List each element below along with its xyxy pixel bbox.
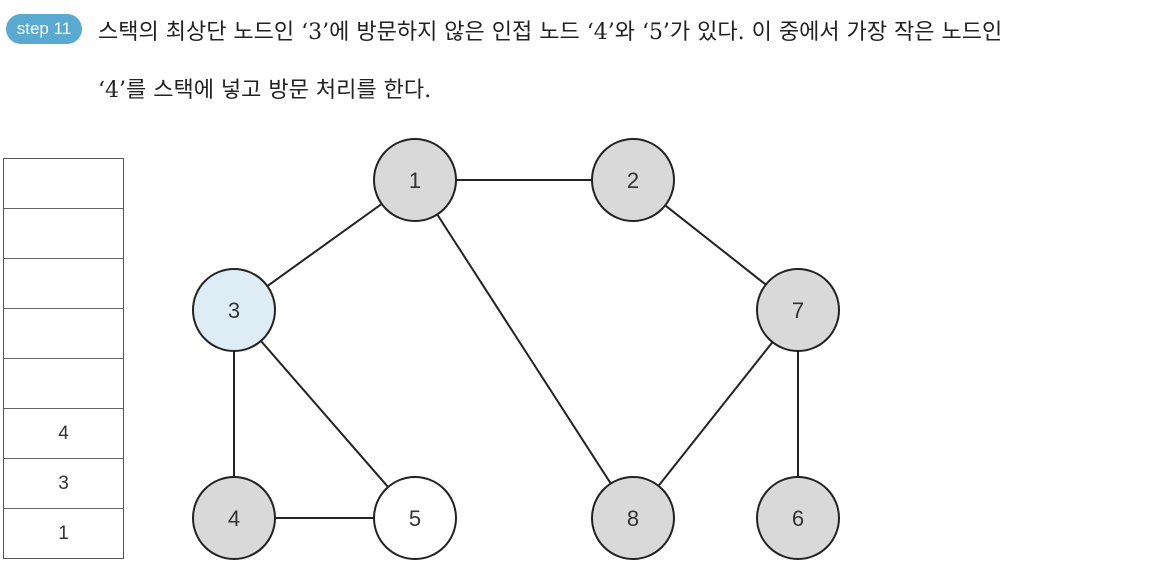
- edge-3-5: [233, 309, 416, 519]
- edge-1-8: [414, 179, 634, 519]
- edge-7-8: [632, 309, 799, 519]
- node-label-2: 2: [627, 168, 639, 193]
- node-label-5: 5: [409, 506, 421, 531]
- stack-cell: [4, 309, 123, 359]
- node-2: [591, 138, 675, 222]
- node-label-1: 1: [409, 168, 421, 193]
- node-1: [373, 138, 457, 222]
- stack-cell: [4, 209, 123, 259]
- node-label-3: 3: [228, 298, 240, 323]
- stack: 4 3 1: [3, 158, 124, 559]
- node-label-4: 4: [228, 506, 240, 531]
- node-7: [756, 268, 840, 352]
- stack-cell: [4, 259, 123, 309]
- node-4: [192, 476, 276, 560]
- description-line-1: 스택의 최상단 노드인 ‘3’에 방문하지 않은 인접 노드 ‘4’와 ‘5’가…: [98, 20, 1003, 45]
- node-label-7: 7: [792, 298, 804, 323]
- node-label-6: 6: [792, 506, 804, 531]
- node-label-8: 8: [627, 506, 639, 531]
- node-5: [373, 476, 457, 560]
- stack-cell: 4: [4, 409, 123, 459]
- node-6: [756, 476, 840, 560]
- node-8: [591, 476, 675, 560]
- stack-cell: 1: [58, 522, 69, 544]
- description-line-2: ‘4’를 스택에 넣고 방문 처리를 한다.: [98, 78, 432, 103]
- stack-cell: [4, 359, 123, 409]
- step-badge: step 11: [6, 14, 82, 44]
- node-3: [192, 268, 276, 352]
- stack-cell: 3: [4, 459, 123, 509]
- stack-cell: [4, 159, 123, 209]
